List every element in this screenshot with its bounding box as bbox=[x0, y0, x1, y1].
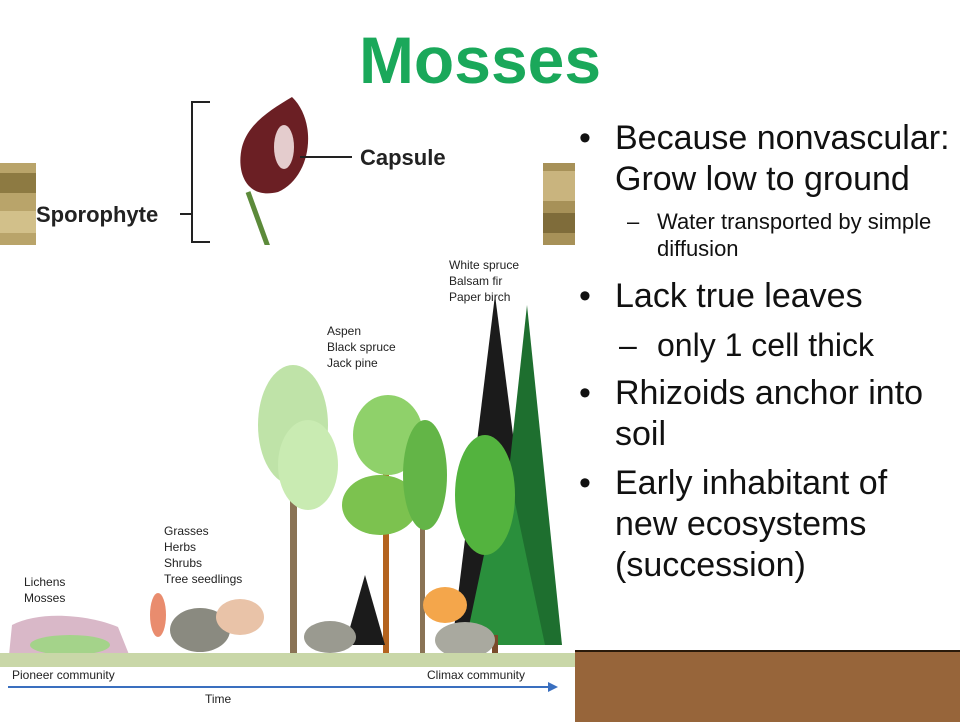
bullet-4: Early inhabitant of new ecosystems (succ… bbox=[575, 463, 955, 586]
bullet-1-sub: Water transported by simple diffusion bbox=[575, 208, 955, 262]
bullet-2-sub: only 1 cell thick bbox=[575, 325, 955, 365]
succession-diagram: Lichens Mosses Grasses Herbs Shrubs Tree… bbox=[0, 245, 575, 720]
spruce-label-3: Paper birch bbox=[449, 290, 510, 304]
grasses-label-4: Tree seedlings bbox=[164, 572, 242, 586]
pioneer-label: Pioneer community bbox=[12, 668, 115, 682]
seta-stalk bbox=[245, 191, 271, 247]
footer-bar bbox=[575, 650, 960, 722]
shrub-layer bbox=[150, 587, 495, 658]
sporophyte-label: Sporophyte bbox=[36, 202, 158, 227]
spruce-label-2: Balsam fir bbox=[449, 274, 502, 288]
moss-photo-right bbox=[543, 163, 575, 245]
grasses-label-2: Herbs bbox=[164, 540, 196, 554]
time-label: Time bbox=[205, 692, 232, 706]
slide-title: Mosses bbox=[358, 23, 602, 97]
mid-successional-trees bbox=[258, 365, 515, 655]
time-axis bbox=[8, 682, 558, 692]
aspen-label-3: Jack pine bbox=[327, 356, 378, 370]
bullet-1: Because nonvascular: Grow low to ground bbox=[575, 118, 955, 200]
lichens-label-1: Lichens bbox=[24, 575, 65, 589]
climax-label: Climax community bbox=[427, 668, 525, 682]
lichens-label-2: Mosses bbox=[24, 591, 65, 605]
aspen-label-1: Aspen bbox=[327, 324, 361, 338]
spruce-label-1: White spruce bbox=[449, 258, 519, 272]
moss-photo-left bbox=[0, 163, 36, 245]
sporophyte-diagram: Sporophyte Capsule bbox=[36, 92, 543, 247]
capsule-label: Capsule bbox=[360, 145, 446, 170]
bullet-list: Because nonvascular: Grow low to ground … bbox=[575, 118, 955, 594]
pioneer-rocks bbox=[8, 615, 130, 665]
sporophyte-bracket bbox=[191, 101, 210, 243]
grasses-label-3: Shrubs bbox=[164, 556, 202, 570]
aspen-label-2: Black spruce bbox=[327, 340, 396, 354]
grasses-label-1: Grasses bbox=[164, 524, 209, 538]
bullet-2: Lack true leaves bbox=[575, 276, 955, 317]
bullet-3: Rhizoids anchor into soil bbox=[575, 373, 955, 455]
